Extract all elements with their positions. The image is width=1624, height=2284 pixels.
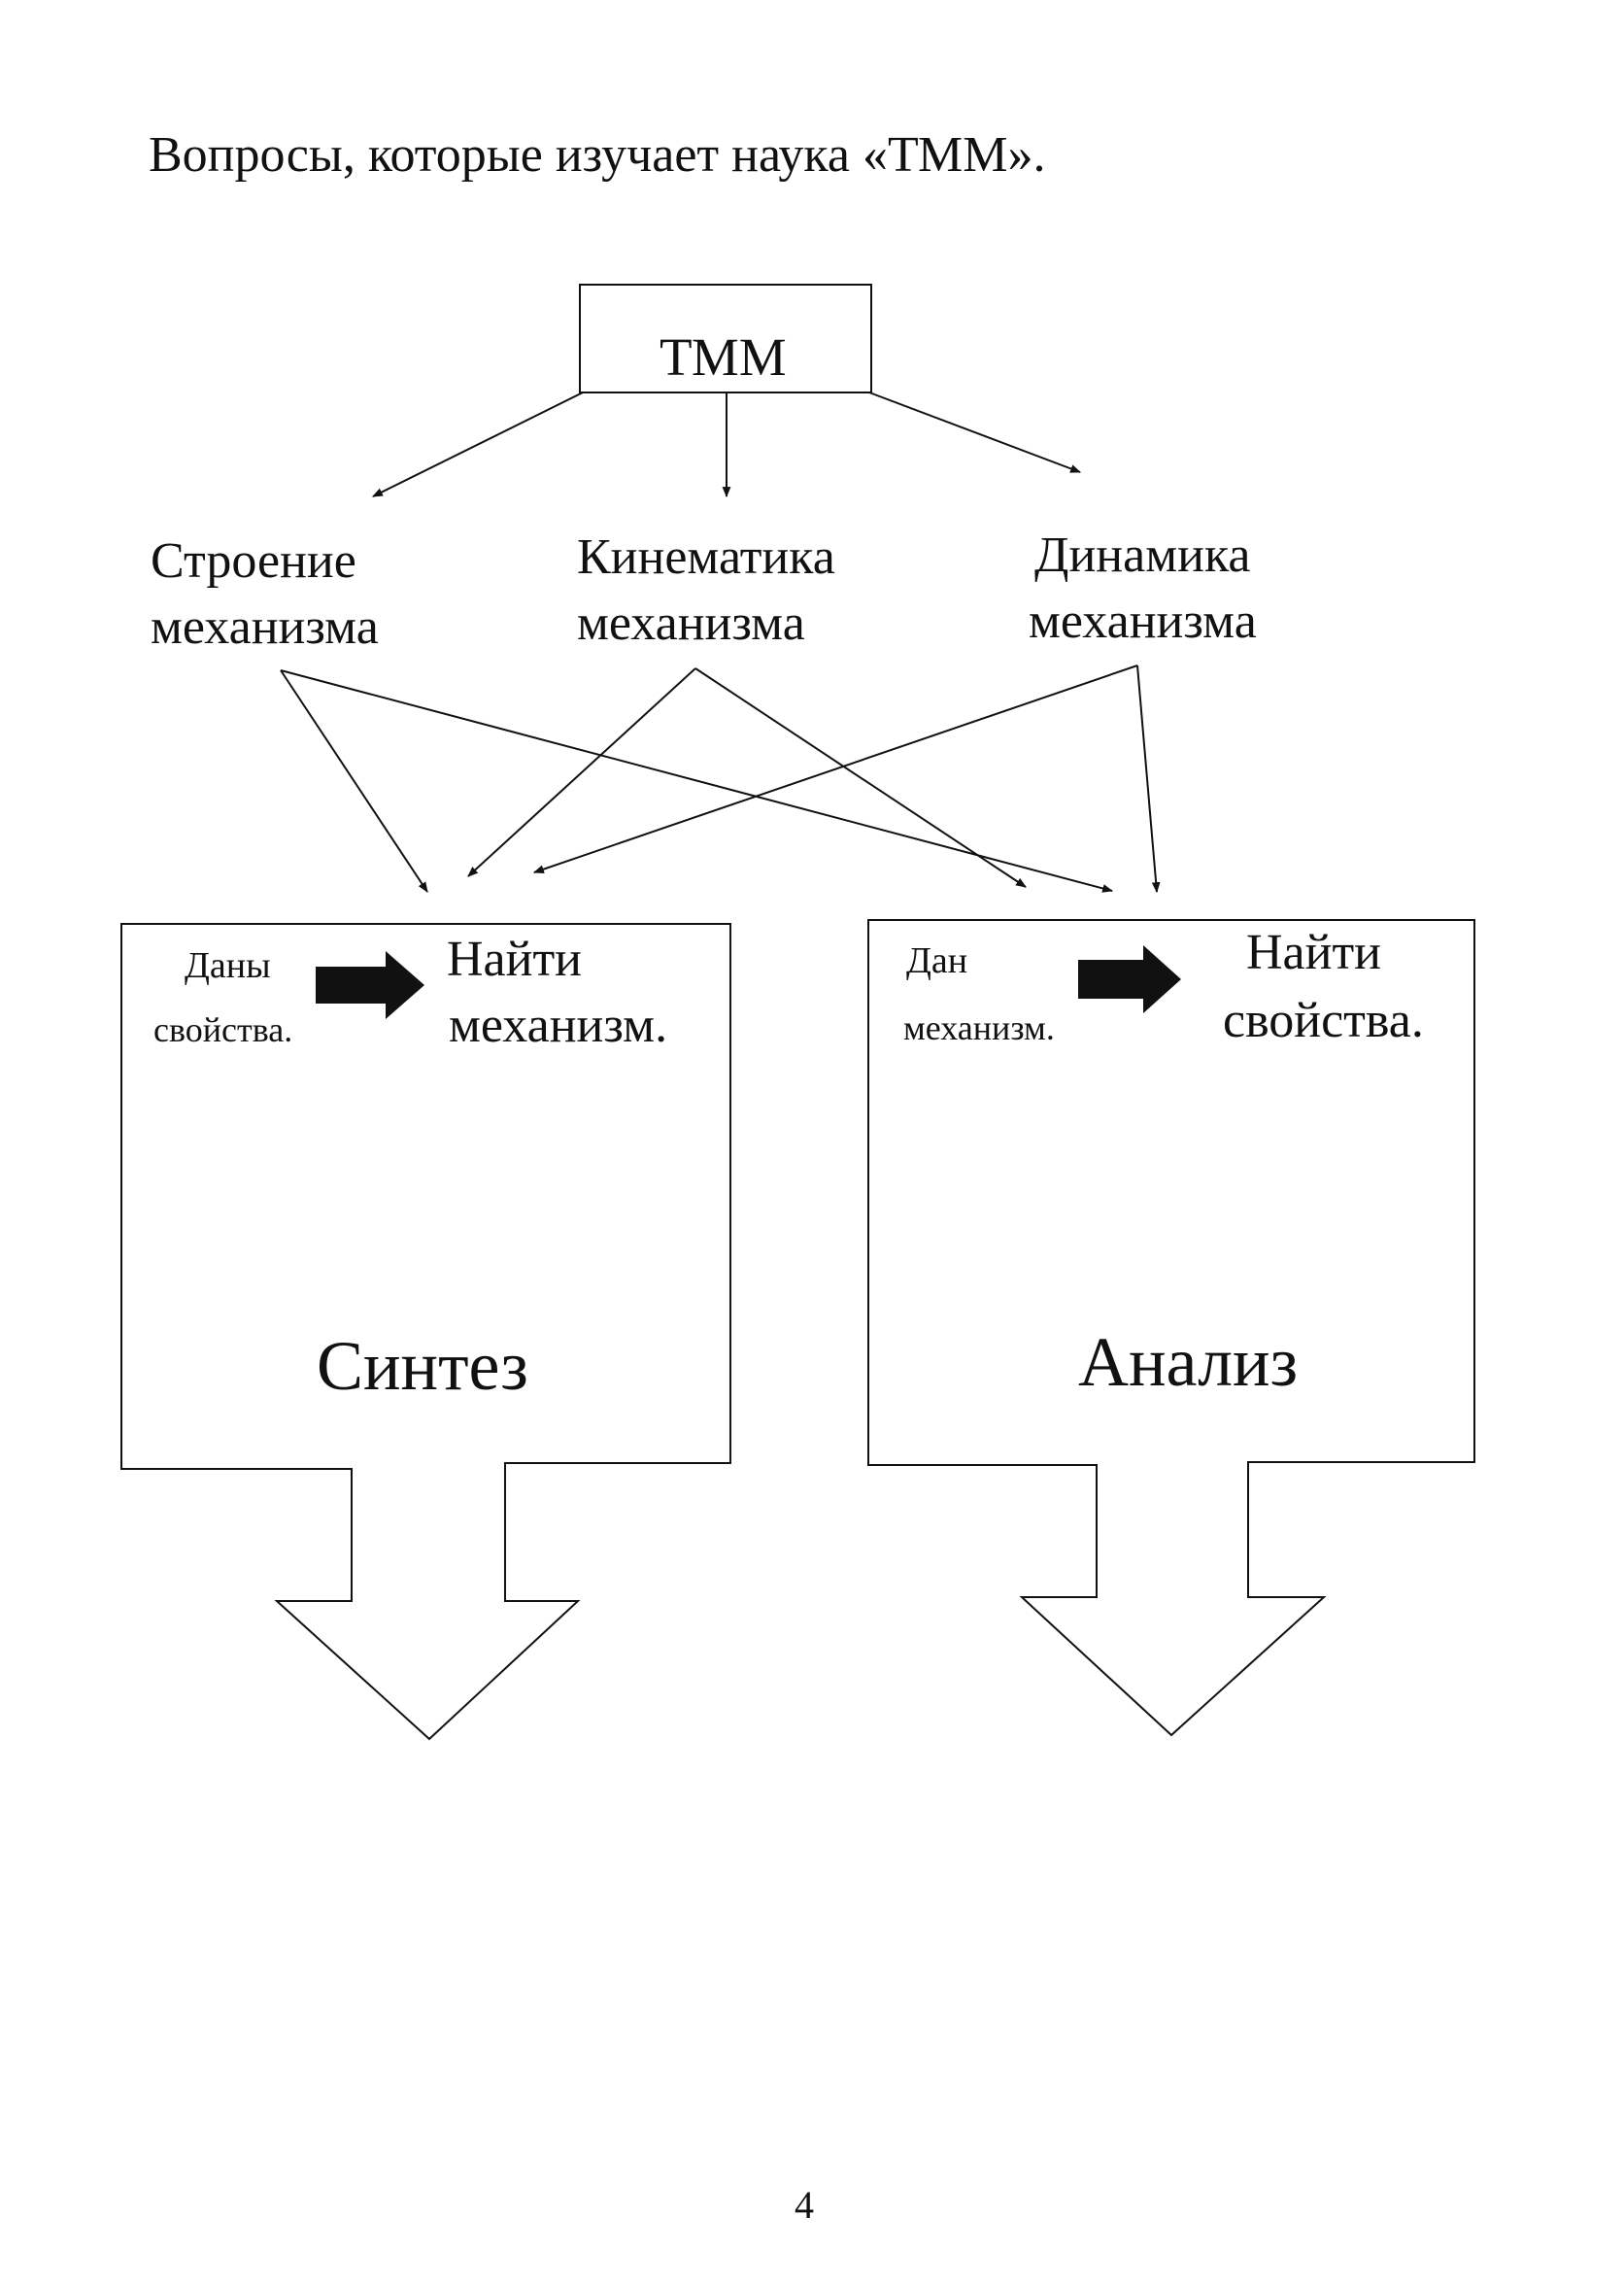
analysis-find-line1: Найти — [1246, 925, 1382, 980]
topic-structure-line1: Строение — [151, 533, 356, 589]
topic-kinematics-line1: Кинематика — [577, 529, 835, 585]
arrow-root-structure — [372, 392, 584, 497]
arrow-structure-analysis — [280, 669, 1114, 893]
page-title: Вопросы, которые изучает наука «ТММ». — [149, 127, 1046, 183]
synthesis-bold-arrow — [316, 951, 424, 1019]
arrow-kinematics-synthesis — [467, 667, 696, 877]
analysis-title: Анализ — [1078, 1323, 1299, 1401]
topic-structure-line2: механизма — [151, 599, 379, 655]
arrow-root-dynamics — [868, 392, 1082, 473]
analysis-given-line2: механизм. — [903, 1008, 1055, 1047]
synthesis-given-line2: свойства. — [153, 1010, 293, 1049]
synthesis-find-line2: механизм. — [449, 998, 668, 1053]
analysis-bold-arrow — [1078, 945, 1181, 1013]
analysis-block — [867, 919, 1475, 1737]
synthesis-block — [120, 923, 731, 1741]
topic-dynamics-line2: механизма — [1029, 594, 1257, 649]
arrow-structure-synthesis — [280, 669, 428, 893]
synthesis-find-line1: Найти — [447, 932, 583, 987]
arrow-dynamics-analysis — [1136, 665, 1161, 894]
synthesis-given-line1: Даны — [185, 945, 271, 986]
synthesis-title: Синтез — [317, 1327, 528, 1405]
arrow-dynamics-synthesis — [532, 665, 1138, 873]
analysis-find-line2: свойства. — [1223, 993, 1424, 1048]
analysis-given-line1: Дан — [906, 940, 968, 981]
topic-kinematics-line2: механизма — [577, 596, 805, 651]
topic-dynamics-line1: Динамика — [1034, 528, 1251, 583]
page-number: 4 — [795, 2183, 814, 2227]
arrow-kinematics-analysis — [694, 667, 1027, 888]
root-label: ТММ — [660, 327, 787, 387]
